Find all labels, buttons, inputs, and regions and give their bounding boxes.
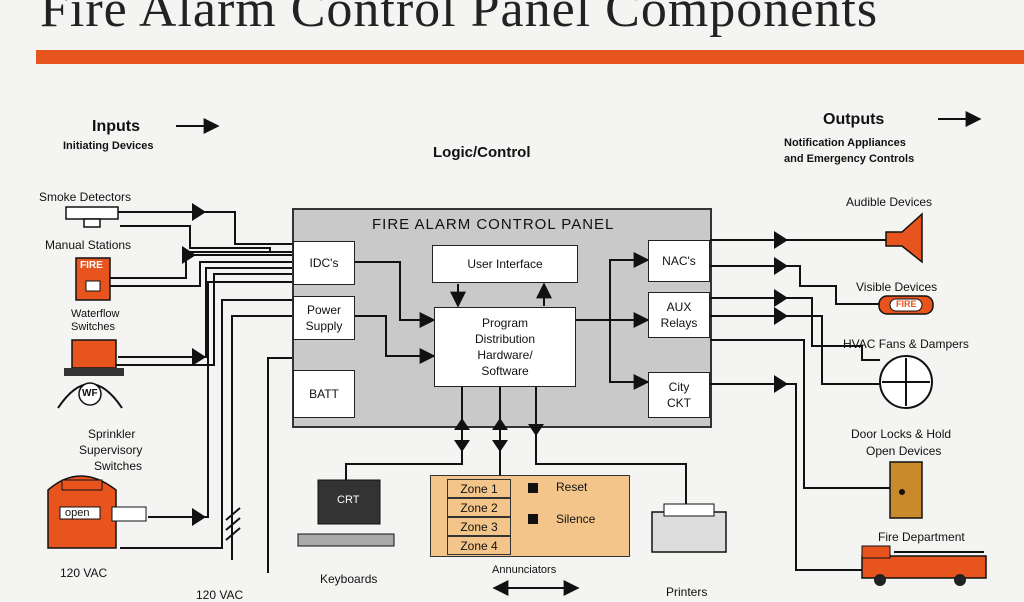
- horn-icon: [885, 212, 923, 264]
- user-interface-box: User Interface: [432, 245, 578, 283]
- battery-box: BATT: [293, 370, 355, 418]
- crt-label: CRT: [337, 494, 360, 506]
- audible-devices-label: Audible Devices: [846, 195, 933, 209]
- inputs-subheading: Initiating Devices: [63, 140, 154, 152]
- manual-stations-label: Manual Stations: [45, 238, 132, 252]
- wf-tag-label: WF: [82, 388, 98, 399]
- waterflow-switch-icon: [71, 339, 117, 369]
- door-icon: [889, 461, 923, 519]
- printers-label: Printers: [666, 585, 708, 599]
- hvac-label: HVAC Fans & Dampers: [843, 337, 969, 351]
- nac-box: NAC's: [648, 240, 710, 282]
- waterflow-label-2: Switches: [71, 321, 116, 333]
- outputs-subheading-1: Notification Appliances: [784, 137, 906, 149]
- door-locks-label-2: Open Devices: [866, 444, 942, 458]
- sprinkler-label-3: Switches: [94, 459, 143, 473]
- program-distribution-box: Program Distribution Hardware/ Software: [434, 307, 576, 387]
- city-circuit-box: City CKT: [648, 372, 710, 418]
- smoke-detector-icon: [65, 206, 119, 220]
- smoke-wire: [100, 211, 292, 245]
- open-tag-label: open: [65, 507, 90, 519]
- vac-label-2: 120 VAC: [196, 588, 244, 602]
- sprinkler-label-2: Supervisory: [79, 443, 143, 457]
- silence-label: Silence: [556, 512, 596, 526]
- outputs-subheading-2: and Emergency Controls: [784, 153, 915, 165]
- zone-1: Zone 1: [447, 479, 511, 498]
- silence-indicator: [528, 514, 538, 524]
- crt-monitor-icon: [317, 479, 381, 525]
- idc-box: IDC's: [293, 241, 355, 285]
- fire-tag-label: FIRE: [80, 260, 103, 271]
- power-supply-box: Power Supply: [293, 296, 355, 340]
- fire-truck-icon: [861, 555, 987, 579]
- title-underline: [36, 50, 1024, 64]
- sprinkler-label-1: Sprinkler: [88, 427, 136, 441]
- outputs-heading: Outputs: [823, 111, 885, 128]
- annunciators-label: Annunciators: [492, 564, 557, 576]
- door-locks-label-1: Door Locks & Hold: [851, 427, 952, 441]
- panel-title: FIRE ALARM CONTROL PANEL: [372, 216, 615, 233]
- waterflow-label-1: Waterflow: [71, 308, 120, 320]
- manual-station-icon: [75, 257, 111, 301]
- reset-indicator: [528, 483, 538, 493]
- keyboard-icon: [297, 533, 395, 547]
- visible-devices-label: Visible Devices: [856, 280, 938, 294]
- reset-label: Reset: [556, 480, 588, 494]
- aux-relays-box: AUX Relays: [648, 292, 710, 338]
- visible-fire-tag: FIRE: [896, 299, 917, 309]
- page-title: Fire Alarm Control Panel Components: [40, 0, 879, 38]
- smoke-detectors-label: Smoke Detectors: [39, 190, 132, 204]
- inputs-heading: Inputs: [92, 118, 140, 135]
- fire-department-label: Fire Department: [878, 530, 965, 544]
- logic-heading: Logic/Control: [433, 144, 531, 161]
- zone-3: Zone 3: [447, 517, 511, 536]
- vac-label-1: 120 VAC: [60, 566, 108, 580]
- zone-2: Zone 2: [447, 498, 511, 517]
- printer-icon: [651, 511, 727, 553]
- zone-4: Zone 4: [447, 536, 511, 555]
- keyboards-label: Keyboards: [320, 572, 378, 586]
